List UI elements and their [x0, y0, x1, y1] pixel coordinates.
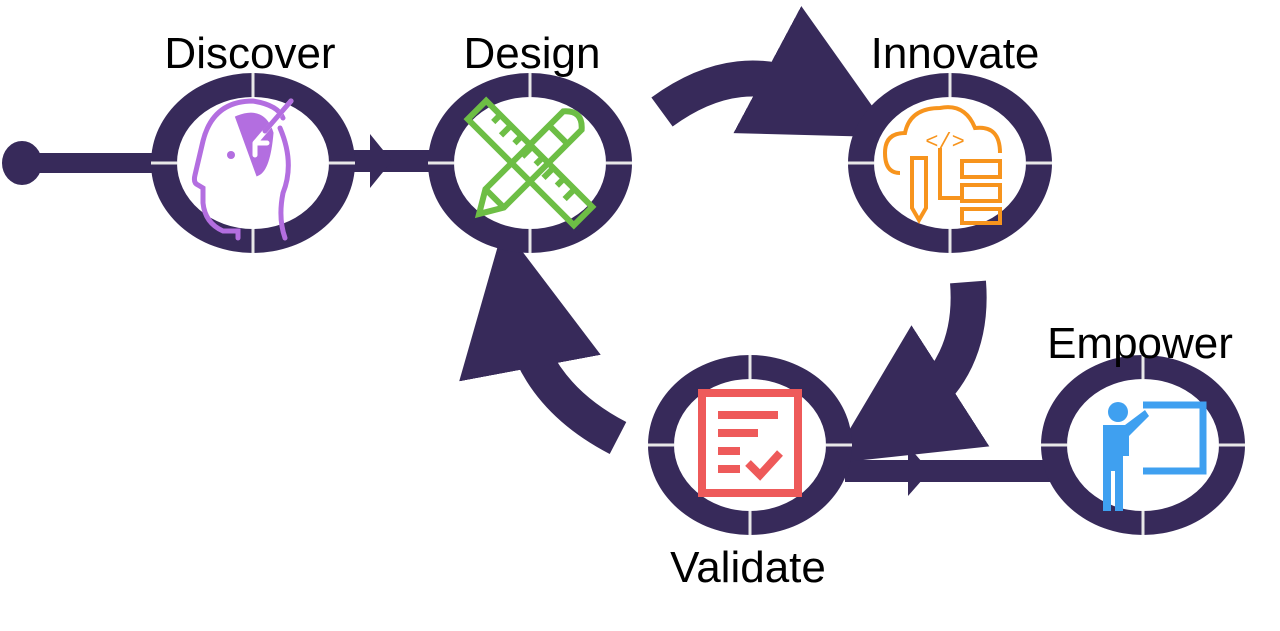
head-insight-icon: [191, 98, 294, 241]
svg-text:</>: </>: [925, 130, 965, 155]
checklist-icon: [698, 389, 802, 497]
stage-label-validate: Validate: [670, 543, 826, 592]
cloud-code-icon: </>: [882, 105, 1002, 225]
design-innovate-arrow: [651, 6, 895, 138]
ring-validate: [648, 355, 852, 535]
ring-design: [428, 73, 632, 253]
stage-label-innovate: Innovate: [871, 29, 1040, 78]
discover-design-connector: [345, 134, 440, 188]
innovate-validate-arrow: [829, 280, 990, 464]
stage-label-discover: Discover: [164, 29, 335, 78]
ring-empower: [1041, 355, 1245, 535]
stage-label-empower: Empower: [1047, 319, 1233, 368]
ruler-pencil-icon: [463, 96, 597, 230]
validate-empower-connector: [845, 446, 1050, 496]
validate-design-arrow: [459, 226, 627, 454]
stage-label-design: Design: [464, 29, 601, 78]
ring-innovate: [848, 73, 1052, 253]
teacher-board-icon: [1103, 401, 1207, 511]
start-connector: [2, 141, 162, 185]
